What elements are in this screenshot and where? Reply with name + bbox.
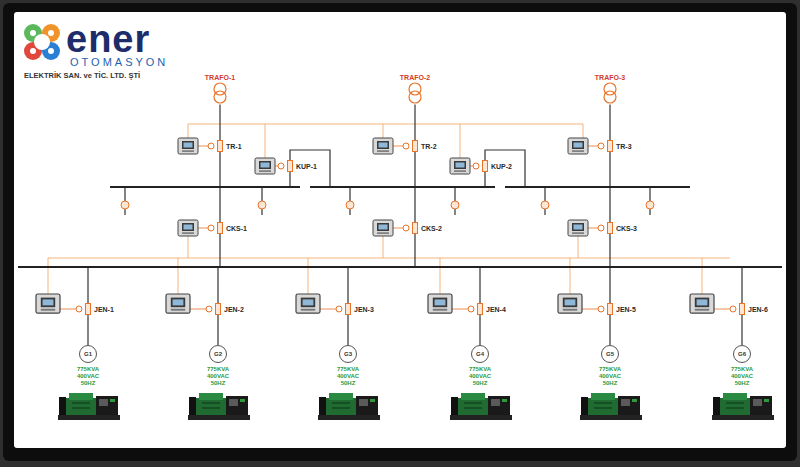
generator-circle: G6 bbox=[733, 345, 751, 363]
power-connector bbox=[217, 315, 218, 345]
breaker-symbol bbox=[412, 222, 418, 234]
equipment-label: JEN-6 bbox=[748, 306, 768, 313]
breaker: JEN-1 bbox=[85, 303, 114, 315]
generator-circle: G3 bbox=[339, 345, 357, 363]
generator-rating: 775KVA 400VAC 50HZ bbox=[332, 366, 364, 387]
power-connector bbox=[87, 315, 88, 345]
power-connector bbox=[414, 104, 415, 140]
comm-lines bbox=[48, 124, 730, 294]
equipment-label: CKS-1 bbox=[226, 225, 247, 232]
equipment-label: CKS-3 bbox=[616, 225, 637, 232]
equipment-label: TR-2 bbox=[421, 143, 437, 150]
generator-label: G4 bbox=[476, 351, 484, 357]
generator-rating: 775KVA 400VAC 50HZ bbox=[72, 366, 104, 387]
power-connector bbox=[347, 315, 348, 345]
transformer: TRAFO-1 bbox=[203, 74, 238, 104]
equipment-label: JEN-2 bbox=[224, 306, 244, 313]
company-name: ELEKTRİK SAN. ve TİC. LTD. ŞTİ bbox=[24, 72, 140, 80]
generator-circle: G1 bbox=[79, 345, 97, 363]
transformer-symbol bbox=[599, 82, 621, 104]
equipment-label: KUP-2 bbox=[491, 163, 512, 170]
equipment-label: JEN-1 bbox=[94, 306, 114, 313]
generator-rating: 775KVA 400VAC 50HZ bbox=[464, 366, 496, 387]
current-transformers bbox=[76, 143, 736, 312]
breaker-symbol bbox=[482, 160, 488, 172]
equipment-label: TRAFO-1 bbox=[203, 74, 238, 82]
breaker: JEN-5 bbox=[607, 303, 636, 315]
genset-pictures bbox=[58, 393, 774, 420]
equipment-label: TRAFO-2 bbox=[398, 74, 433, 82]
generator-label: G6 bbox=[738, 351, 746, 357]
equipment-label: CKS-2 bbox=[421, 225, 442, 232]
generator-rating: 775KVA 400VAC 50HZ bbox=[202, 366, 234, 387]
equipment-label: KUP-1 bbox=[296, 163, 317, 170]
breaker-symbol bbox=[217, 222, 223, 234]
power-connector bbox=[609, 104, 610, 140]
equipment-label: JEN-5 bbox=[616, 306, 636, 313]
breaker-symbol bbox=[215, 303, 221, 315]
breaker-symbol bbox=[217, 140, 223, 152]
breaker-symbol bbox=[607, 222, 613, 234]
equipment-label: TR-1 bbox=[226, 143, 242, 150]
equipment-label: JEN-4 bbox=[486, 306, 506, 313]
breaker: TR-2 bbox=[412, 140, 437, 152]
breaker: JEN-2 bbox=[215, 303, 244, 315]
logo-subtitle: OTOMASYON bbox=[70, 57, 168, 68]
busbars bbox=[18, 187, 782, 267]
generator-rating: 775KVA 400VAC 50HZ bbox=[594, 366, 626, 387]
generator-rating: 775KVA 400VAC 50HZ bbox=[726, 366, 758, 387]
breaker: CKS-1 bbox=[217, 222, 247, 234]
equipment-label: TRAFO-3 bbox=[593, 74, 628, 82]
power-wires bbox=[88, 150, 742, 303]
breaker: JEN-6 bbox=[739, 303, 768, 315]
generator-label: G1 bbox=[84, 351, 92, 357]
breaker-symbol bbox=[739, 303, 745, 315]
breaker: TR-3 bbox=[607, 140, 632, 152]
generator-label: G2 bbox=[214, 351, 222, 357]
transformer: TRAFO-2 bbox=[398, 74, 433, 104]
generator-circle: G2 bbox=[209, 345, 227, 363]
equipment-label: JEN-3 bbox=[354, 306, 374, 313]
transformer: TRAFO-3 bbox=[593, 74, 628, 104]
breaker: JEN-4 bbox=[477, 303, 506, 315]
breaker: CKS-3 bbox=[607, 222, 637, 234]
generator-circle: G4 bbox=[471, 345, 489, 363]
control-links bbox=[60, 146, 730, 309]
breaker-symbol bbox=[85, 303, 91, 315]
breaker: TR-1 bbox=[217, 140, 242, 152]
power-connector bbox=[609, 315, 610, 345]
generator-label: G3 bbox=[344, 351, 352, 357]
breaker-symbol bbox=[412, 140, 418, 152]
power-connector bbox=[219, 104, 220, 140]
breaker-symbol bbox=[607, 140, 613, 152]
power-connector bbox=[479, 315, 480, 345]
controllers bbox=[36, 138, 714, 313]
breaker: KUP-2 bbox=[482, 160, 512, 172]
breaker-symbol bbox=[607, 303, 613, 315]
breaker: KUP-1 bbox=[287, 160, 317, 172]
breaker-symbol bbox=[477, 303, 483, 315]
feeder-breakers bbox=[121, 201, 654, 209]
transformer-symbol bbox=[209, 82, 231, 104]
generator-circle: G5 bbox=[601, 345, 619, 363]
transformer-symbol bbox=[404, 82, 426, 104]
breaker: JEN-3 bbox=[345, 303, 374, 315]
logo-icon bbox=[24, 24, 60, 60]
breaker: CKS-2 bbox=[412, 222, 442, 234]
breaker-symbol bbox=[287, 160, 293, 172]
breaker-symbol bbox=[345, 303, 351, 315]
logo-wordmark: ener bbox=[66, 20, 150, 58]
generator-label: G5 bbox=[606, 351, 614, 357]
equipment-label: TR-3 bbox=[616, 143, 632, 150]
power-connector bbox=[741, 315, 742, 345]
